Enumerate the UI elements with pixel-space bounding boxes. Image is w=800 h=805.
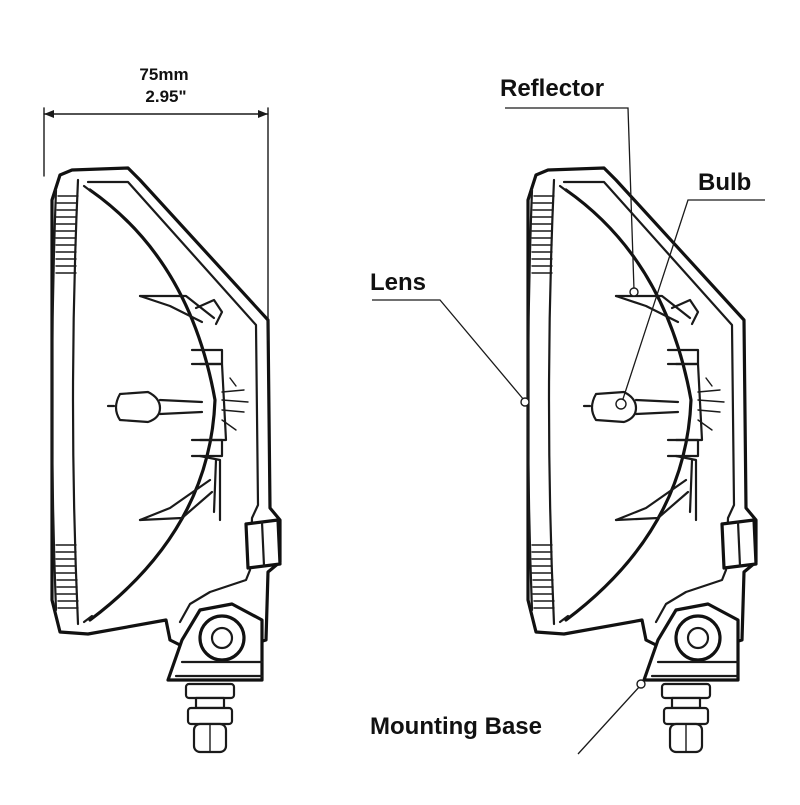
lens-leader: [372, 299, 525, 401]
bulb-leader: [621, 199, 765, 403]
mounting-base-leader: [577, 685, 641, 755]
callout-bulb: Bulb: [698, 169, 751, 196]
reflector-pointer: [629, 287, 639, 297]
dimension-metric: 75mm: [139, 65, 188, 84]
mounting-base-pointer: [636, 679, 646, 689]
callout-mounting-base: Mounting Base: [370, 713, 542, 740]
callout-lens: Lens: [370, 269, 426, 296]
reflector-leader: [505, 107, 635, 291]
lens-pointer: [520, 397, 530, 407]
width-dimension: [43, 107, 269, 341]
callout-reflector: Reflector: [500, 75, 604, 102]
dimension-imperial: 2.95": [145, 87, 186, 106]
lamp-left: [50, 166, 282, 754]
bulb-pointer: [615, 398, 627, 410]
lamp-right: [526, 166, 758, 754]
